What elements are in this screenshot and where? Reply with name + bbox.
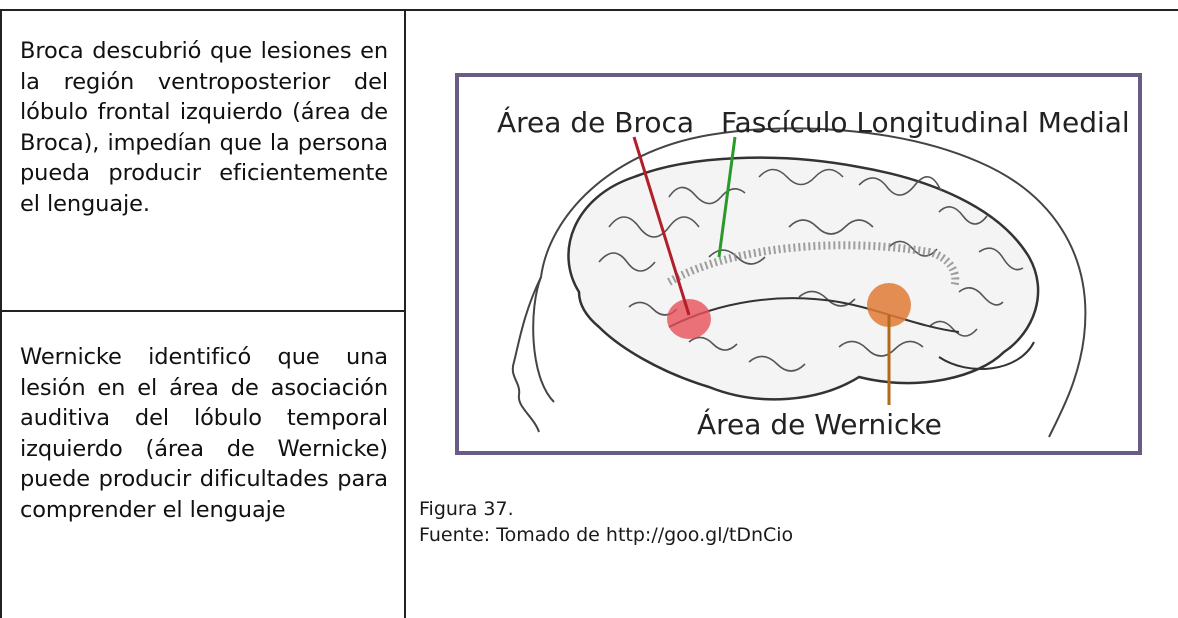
brain-illustration: Área de Broca Fascículo Longitudinal Med… [497,105,1130,441]
brain-figure: Área de Broca Fascículo Longitudinal Med… [455,73,1142,455]
broca-label: Área de Broca [497,105,694,139]
broca-pointer-line [632,136,691,316]
wernicke-label: Área de Wernicke [697,407,942,441]
figure-caption: Figura 37. [419,498,514,520]
brain-outline [567,156,1040,401]
fasciculus-tract [666,241,960,289]
table-left-border [0,9,2,618]
broca-description: Broca descubrió que lesiones en la regió… [20,38,388,217]
wernicke-area-marker [867,283,911,327]
face-profile [511,276,542,433]
wernicke-description: Wernicke identificó que una lesión en el… [20,344,388,523]
figure-source: Fuente: Tomado de http://goo.gl/tDnCio [419,524,794,546]
fasciculo-label: Fascículo Longitudinal Medial [721,106,1130,139]
broca-area-marker [667,299,711,339]
fasciculo-pointer-line [717,136,737,258]
sylvian-fissure [668,297,960,333]
table-row-divider [0,310,405,312]
table-top-border [0,9,1178,11]
cerebellum [938,341,1035,370]
table-column-divider [404,9,406,618]
